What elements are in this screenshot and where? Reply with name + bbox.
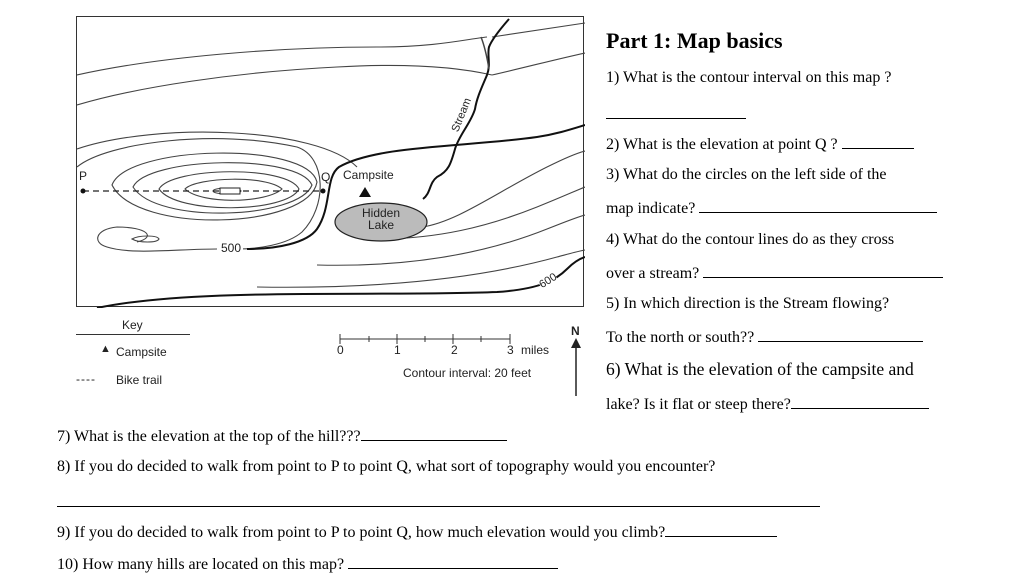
question-3-line2: map indicate? [606,198,938,218]
scale-tick-3: 3 [507,343,514,357]
contour-line [77,64,493,106]
topographic-map: P Q Campsite Hidden Lake Stream 500 600 [76,16,585,308]
question-5-text: To the north or south?? [606,329,755,346]
question-9-text: 9) If you do decided to walk from point … [57,524,666,541]
question-7-text: 7) What is the elevation at the top of t… [57,428,361,445]
contour-ring [132,162,313,214]
answer-6-blank[interactable] [790,394,929,409]
question-10-text: 10) How many hills are located on this m… [57,556,345,573]
contour-ring [130,235,160,243]
north-arrow-icon [571,338,581,396]
scale-unit: miles [521,343,550,357]
contour-line [97,226,218,252]
question-6-line1: 6) What is the elevation of the campsite… [606,359,914,379]
question-4-text: over a stream? [606,265,700,282]
legend-trail-icon: ---- [76,372,96,386]
lake-label: Hidden Lake [361,206,401,232]
answer-2-blank[interactable] [841,134,914,149]
contour-line [491,52,585,76]
summit-marker [219,187,241,195]
contour-ring [111,152,318,221]
contour-line [491,22,585,38]
contour-line [421,150,585,228]
question-9: 9) If you do decided to walk from point … [57,522,778,542]
question-7: 7) What is the elevation at the top of t… [57,426,507,446]
question-3-line1: 3) What do the circles on the left side … [606,166,887,183]
contour-line [77,138,321,250]
worksheet-title: Part 1: Map basics [606,28,783,53]
answer-8-blank[interactable] [57,492,820,507]
contour-ring [184,178,283,201]
question-4-line2: over a stream? [606,263,944,283]
legend-divider [76,334,190,335]
stream-tributary [480,36,490,70]
contour-line [316,214,585,266]
question-3-text: map indicate? [606,200,696,217]
index-contour-500 [246,124,585,250]
contour-line [376,186,585,240]
scale-bar-graphic [339,334,511,344]
question-10: 10) How many hills are located on this m… [57,554,559,574]
campsite-map-label: Campsite [343,168,394,182]
contour-ring [158,171,300,209]
point-p-marker [80,188,86,194]
question-6-text: lake? Is it flat or steep there? [606,396,791,413]
contour-lines [77,18,585,308]
campsite-triangle [359,187,371,197]
question-2: 2) What is the elevation at point Q ? [606,134,914,154]
scale-tick-0: 0 [337,343,344,357]
answer-3-blank[interactable] [699,198,938,213]
legend-trail-label: Bike trail [116,373,163,387]
stream-line [422,18,510,200]
question-1: 1) What is the contour interval on this … [606,69,892,86]
scale-tick-2: 2 [451,343,458,357]
index-contour-600 [96,256,585,308]
answer-5-blank[interactable] [758,327,924,342]
question-5-line2: To the north or south?? [606,327,924,347]
contour-interval-label: Contour interval: 20 feet [403,366,532,380]
answer-4-blank[interactable] [703,263,944,278]
contour-500-label: 500 [219,241,244,255]
point-q-marker [320,188,326,194]
point-q-label: Q [321,170,331,184]
answer-10-blank[interactable] [348,554,559,569]
question-5-line1: 5) In which direction is the Stream flow… [606,295,890,312]
legend-campsite-label: Campsite [116,345,167,359]
legend-campsite-icon: ▲ [100,343,111,355]
answer-1-blank[interactable] [606,104,746,119]
point-p-label: P [79,169,88,183]
answer-9-blank[interactable] [665,522,778,537]
question-8: 8) If you do decided to walk from point … [57,458,716,475]
scale-tick-1: 1 [394,343,401,357]
contour-line [77,131,358,168]
contour-line [77,36,488,76]
north-label: N [571,324,580,338]
question-6-line2: lake? Is it flat or steep there? [606,394,929,414]
contour-line [256,249,585,288]
hidden-lake-shape [334,202,428,242]
legend-key-title: Key [122,318,143,332]
answer-7-blank[interactable] [360,426,507,441]
question-2-text: 2) What is the elevation at point Q ? [606,136,838,153]
question-4-line1: 4) What do the contour lines do as they … [606,231,895,248]
